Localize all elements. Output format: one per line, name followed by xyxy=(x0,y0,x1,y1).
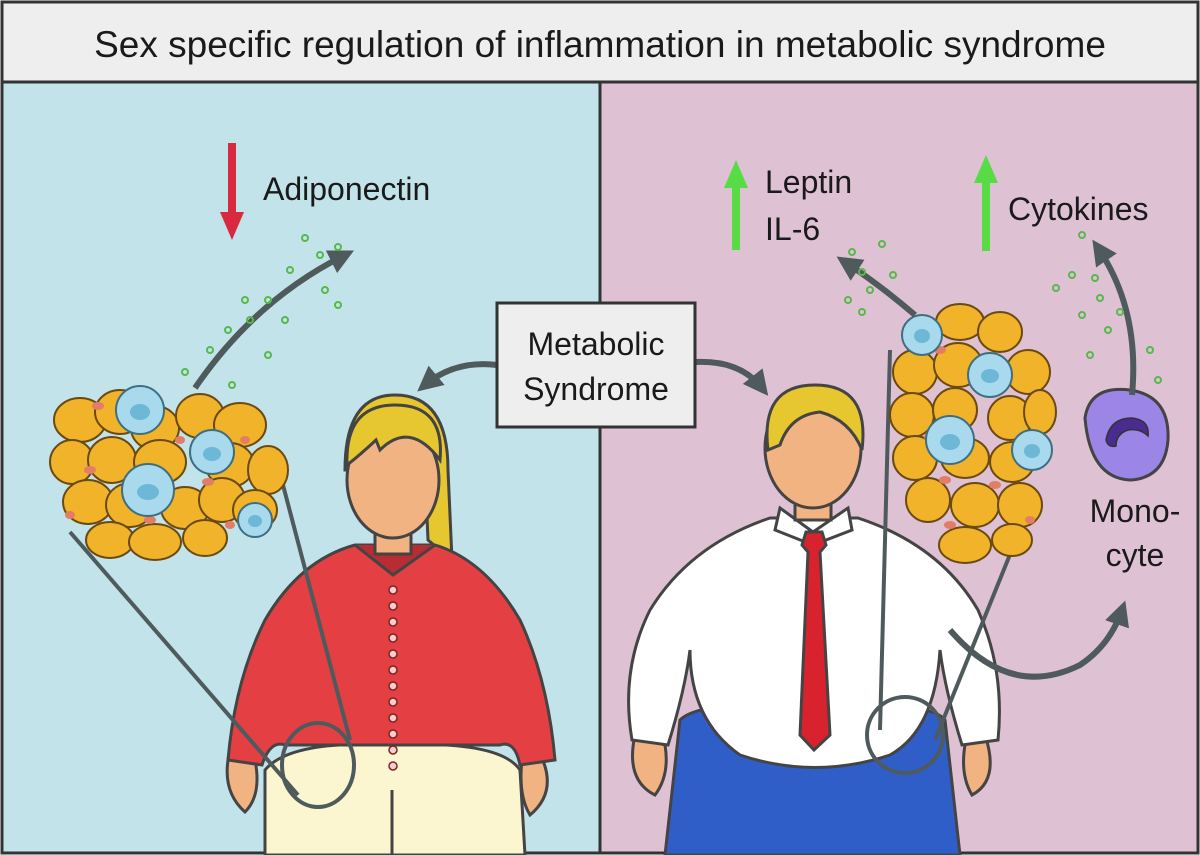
female-figure xyxy=(225,393,557,855)
title-bar xyxy=(0,0,1200,84)
metabolic-syndrome-line1: Metabolic xyxy=(528,326,665,362)
leptin-secretion-arrow xyxy=(836,256,917,318)
monocyte-recruitment-arrow xyxy=(947,600,1130,680)
to-male-arrow xyxy=(695,358,769,396)
left-adipose-tissue xyxy=(49,385,289,561)
left-zoom-lens xyxy=(68,484,356,809)
to-female-arrow xyxy=(417,361,498,392)
leptin-label: Leptin xyxy=(765,164,852,200)
monocyte-label-line2: cyte xyxy=(1106,537,1165,573)
metabolic-syndrome-line2: Syndrome xyxy=(523,371,669,407)
metabolic-syndrome-box xyxy=(495,301,697,429)
left-secretion-dots xyxy=(181,234,342,389)
right-secretion-dots xyxy=(844,231,1162,384)
right-adipose-tissue xyxy=(889,303,1057,564)
cytokine-secretion-arrow xyxy=(1092,239,1137,396)
shirt-buttons xyxy=(388,585,398,771)
leptin-up-arrow xyxy=(724,160,748,250)
il6-label: IL-6 xyxy=(765,211,820,247)
cytokines-up-arrow xyxy=(974,155,998,251)
necktie xyxy=(798,530,832,753)
monocyte-label-line1: Mono- xyxy=(1090,493,1181,529)
monocyte-cell xyxy=(1083,387,1170,482)
adiponectin-down-arrow xyxy=(220,143,244,240)
adiponectin-label: Adiponectin xyxy=(263,171,430,207)
cytokines-label: Cytokines xyxy=(1008,191,1149,227)
page-title: Sex specific regulation of inflammation … xyxy=(94,24,1106,65)
male-figure xyxy=(627,383,1001,855)
adiponectin-arrow xyxy=(192,250,355,390)
